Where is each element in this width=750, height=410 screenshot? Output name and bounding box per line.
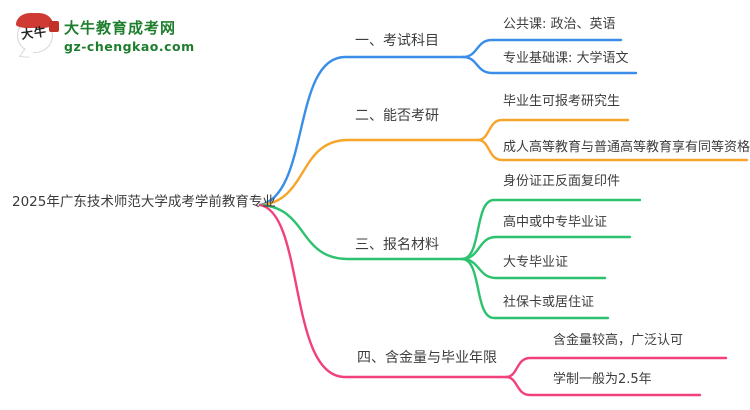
branch-exam-subjects-label: 一、考试科目 xyxy=(355,33,439,49)
logo-domain: gz-chengkao.com xyxy=(64,38,195,54)
branch-postgrad-eligibility-label: 二、能否考研 xyxy=(355,108,439,124)
seal-icon xyxy=(49,21,59,32)
logo-title: 大牛教育成考网 xyxy=(64,18,177,37)
brand-logo: 大牛 大牛教育成考网 gz-chengkao.com xyxy=(16,12,195,58)
branch-value-duration-label: 四、含金量与毕业年限 xyxy=(357,350,497,366)
branch-1-curve xyxy=(258,55,465,207)
leaf-3-1-underline xyxy=(460,198,642,261)
speech-bubble-icon: 大牛 xyxy=(16,12,59,58)
leaf-social-security: 社保卡或居住证 xyxy=(503,295,595,310)
leaf-equal-qualification: 成人高等教育与普通高等教育享有同等资格 xyxy=(503,140,750,155)
leaf-high-value: 含金量较高，广泛认可 xyxy=(553,333,684,348)
leaf-1-2-underline xyxy=(461,55,638,75)
leaf-highschool-diploma: 高中或中专毕业证 xyxy=(503,215,608,230)
branch-4-curve xyxy=(258,203,508,379)
leaf-college-diploma: 大专毕业证 xyxy=(503,255,569,270)
leaf-3-4-underline xyxy=(460,257,610,320)
leaf-3-2-underline xyxy=(460,235,632,261)
central-topic: 2025年广东技术师范大学成考学前教育专业 xyxy=(12,194,276,210)
leaf-2-2-underline xyxy=(476,138,749,162)
leaf-postgrad-allowed: 毕业生可报考研究生 xyxy=(503,94,621,109)
branch-application-materials-label: 三、报名材料 xyxy=(355,237,439,253)
branch-3-curve xyxy=(258,203,464,261)
leaf-2-1-underline xyxy=(476,118,630,142)
branch-2-curve xyxy=(258,138,480,207)
leaf-public-courses: 公共课: 政治、英语 xyxy=(503,17,616,32)
red-hat-icon xyxy=(16,13,53,28)
leaf-study-duration: 学制一般为2.5年 xyxy=(553,372,652,387)
leaf-4-2-underline xyxy=(504,375,702,397)
leaf-basic-courses: 专业基础课: 大学语文 xyxy=(503,51,629,66)
leaf-id-copy: 身份证正反面复印件 xyxy=(503,174,621,189)
